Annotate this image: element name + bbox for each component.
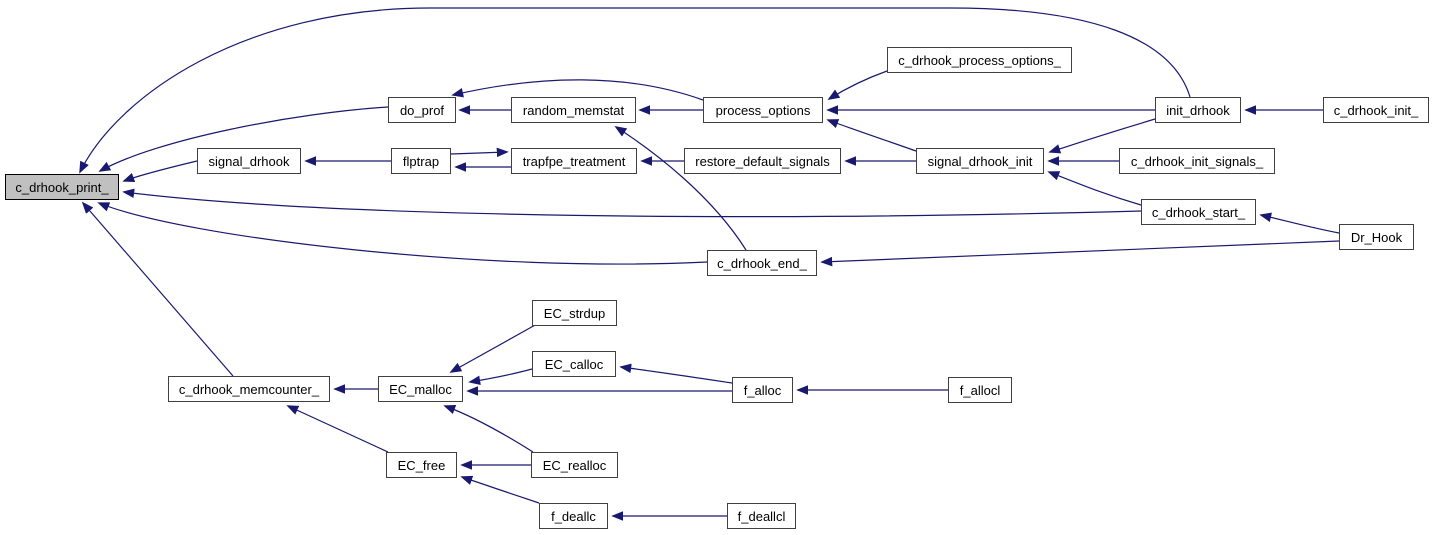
- edge-f_alloc-to-EC_calloc: [619, 363, 733, 384]
- node-EC_free[interactable]: EC_free: [386, 452, 457, 478]
- node-f_allocl[interactable]: f_allocl: [948, 377, 1012, 403]
- edge-c_drhook_end_-to-random_memstat: [614, 126, 747, 251]
- edge-c_drhook_end_-to-c_drhook_print_: [97, 202, 708, 265]
- edge-EC_realloc-to-EC_malloc: [443, 405, 534, 453]
- node-signal_drhook[interactable]: signal_drhook: [197, 148, 301, 174]
- edge-f_deallc-to-EC_free: [460, 475, 540, 504]
- edge-c_drhook_memcounter_-to-c_drhook_print_: [81, 201, 234, 377]
- edge-Dr_Hook-to-c_drhook_end_: [820, 240, 1340, 267]
- edge-process_options-to-do_prof: [451, 79, 704, 101]
- node-EC_calloc[interactable]: EC_calloc: [532, 351, 616, 377]
- node-flptrap[interactable]: flptrap: [391, 148, 451, 174]
- node-f_deallc[interactable]: f_deallc: [539, 503, 608, 529]
- node-c_drhook_print_: c_drhook_print_: [5, 174, 119, 200]
- node-c_drhook_end_[interactable]: c_drhook_end_: [707, 250, 817, 276]
- edge-c_drhook_start_-to-signal_drhook_init: [1047, 171, 1142, 206]
- node-random_memstat[interactable]: random_memstat: [511, 97, 636, 123]
- edge-Dr_Hook-to-c_drhook_start_: [1259, 212, 1340, 234]
- edge-EC_strdup-to-EC_malloc: [449, 323, 538, 373]
- edge-EC_calloc-to-EC_malloc: [468, 368, 533, 386]
- node-restore_default_signals[interactable]: restore_default_signals: [684, 148, 841, 174]
- node-process_options[interactable]: process_options: [703, 97, 823, 123]
- node-c_drhook_memcounter_[interactable]: c_drhook_memcounter_: [168, 376, 330, 402]
- edge-signal_drhook_init-to-process_options: [826, 119, 917, 152]
- node-c_drhook_start_[interactable]: c_drhook_start_: [1141, 199, 1256, 225]
- node-trapfpe_treatment[interactable]: trapfpe_treatment: [511, 148, 637, 174]
- node-c_drhook_init_signals_[interactable]: c_drhook_init_signals_: [1119, 148, 1275, 174]
- node-c_drhook_init_[interactable]: c_drhook_init_: [1323, 97, 1429, 123]
- edge-c_drhook_process_options_-to-process_options: [827, 70, 888, 100]
- edge-EC_free-to-c_drhook_memcounter_: [286, 405, 389, 453]
- node-f_deallcl[interactable]: f_deallcl: [727, 503, 796, 529]
- edge-c_drhook_start_-to-c_drhook_print_: [122, 188, 1142, 218]
- edge-flptrap-to-trapfpe_treatment: [450, 147, 509, 158]
- edge-signal_drhook-to-c_drhook_print_: [122, 160, 198, 182]
- node-f_alloc[interactable]: f_alloc: [732, 377, 793, 403]
- node-init_drhook[interactable]: init_drhook: [1155, 97, 1241, 123]
- node-do_prof[interactable]: do_prof: [388, 97, 456, 123]
- node-c_drhook_process_options_[interactable]: c_drhook_process_options_: [887, 47, 1072, 73]
- node-EC_strdup[interactable]: EC_strdup: [532, 300, 617, 326]
- edge-do_prof-to-c_drhook_print_: [98, 106, 389, 172]
- node-signal_drhook_init[interactable]: signal_drhook_init: [916, 148, 1044, 174]
- edge-init_drhook-to-c_drhook_print_: [79, 7, 1191, 174]
- edge-init_drhook-to-signal_drhook_init: [1048, 118, 1156, 154]
- node-EC_malloc[interactable]: EC_malloc: [378, 376, 463, 402]
- node-Dr_Hook[interactable]: Dr_Hook: [1339, 224, 1414, 250]
- node-EC_realloc[interactable]: EC_realloc: [531, 452, 618, 478]
